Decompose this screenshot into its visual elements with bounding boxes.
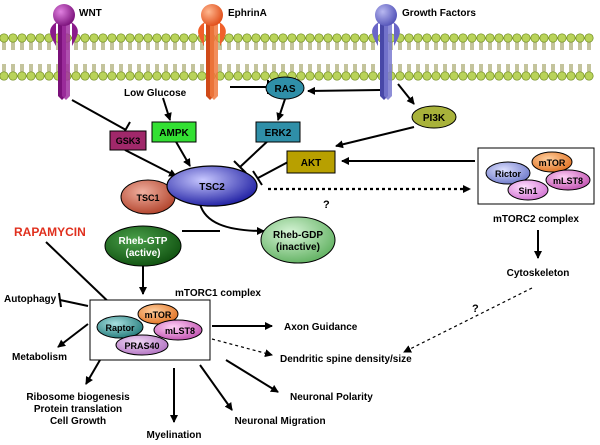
mtorc1-mlst8-label: mLST8 bbox=[165, 326, 195, 336]
erk2-label: ERK2 bbox=[265, 128, 292, 139]
glucose-to-ampk-arrow bbox=[162, 97, 172, 121]
growth-to-pi3k-arrow bbox=[397, 83, 415, 105]
autophagy-inhibit-bar bbox=[58, 292, 62, 308]
akt-node: AKT bbox=[286, 150, 336, 174]
ephrin-label: EphrinA bbox=[228, 8, 267, 19]
ephrin-receptor bbox=[198, 4, 226, 100]
pi3k-node: PI3K bbox=[411, 105, 457, 129]
cytoskeleton-spine-question: ? bbox=[472, 303, 479, 315]
mtorc1-mtor-label: mTOR bbox=[145, 310, 172, 320]
rheb-gtp-state: (active) bbox=[125, 248, 160, 259]
gsk3-to-tsc2-arrow bbox=[124, 149, 177, 177]
connectors bbox=[45, 80, 542, 423]
metabolism-label: Metabolism bbox=[12, 352, 67, 363]
axon-guidance-label: Axon Guidance bbox=[284, 322, 358, 333]
neuronal-migration-label: Neuronal Migration bbox=[234, 416, 325, 427]
rapamycin-label: RAPAMYCIN bbox=[14, 225, 86, 239]
rheb-gtp-label: Rheb-GTP bbox=[119, 236, 168, 247]
mtorc1-to-autophagy-inhibition bbox=[59, 299, 89, 307]
pi3k-label: PI3K bbox=[423, 113, 446, 124]
cytoskeleton-to-spine-dotted bbox=[403, 287, 533, 353]
cell-membrane bbox=[0, 33, 594, 81]
rheb-gdp-node: Rheb-GDP (inactive) bbox=[260, 216, 336, 264]
mtorc1-to-ribosome-arrow bbox=[85, 359, 101, 385]
mtorc2-mlst8-label: mLST8 bbox=[553, 176, 583, 186]
pi3k-to-akt-arrow bbox=[335, 126, 415, 149]
mtorc2-rictor-label: Rictor bbox=[495, 169, 522, 179]
ampk-label: AMPK bbox=[159, 128, 189, 139]
mtorc1-complex: mTOR Raptor mLST8 PRAS40 bbox=[89, 299, 211, 361]
mtorc1-to-polarity-arrow bbox=[225, 359, 279, 393]
rheb-gtp-node: Rheb-GTP (active) bbox=[104, 225, 182, 267]
erk2-node: ERK2 bbox=[255, 121, 301, 143]
autophagy-label: Autophagy bbox=[4, 294, 57, 305]
gsk3-label: GSK3 bbox=[116, 136, 141, 146]
akt-label: AKT bbox=[301, 158, 322, 169]
erk2-to-tsc2-inhibition bbox=[239, 137, 272, 168]
rheb-gdp-label: Rheb-GDP bbox=[273, 230, 323, 241]
dendritic-spine-label: Dendritic spine density/size bbox=[280, 354, 412, 365]
mtorc2-title: mTORC2 complex bbox=[493, 214, 579, 225]
wnt-label: WNT bbox=[79, 8, 102, 19]
low-glucose-label: Low Glucose bbox=[124, 88, 187, 99]
akt-to-tsc2-inhibition bbox=[257, 161, 289, 179]
tsc2-label: TSC2 bbox=[199, 182, 225, 193]
protein-translation-label: Protein translation bbox=[34, 404, 122, 415]
akt-inhibit-bar bbox=[252, 170, 263, 186]
growth-factors-label: Growth Factors bbox=[402, 8, 476, 19]
growth-factor-receptor bbox=[372, 4, 400, 100]
tsc2-node: TSC2 bbox=[166, 165, 258, 207]
mtorc1-title: mTORC1 complex bbox=[175, 288, 261, 299]
tsc1-label: TSC1 bbox=[136, 193, 159, 203]
mtorc1-pras40-label: PRAS40 bbox=[124, 341, 159, 351]
mtorc1-to-metabolism-arrow bbox=[57, 323, 89, 348]
rapamycin-inhibition bbox=[45, 241, 117, 310]
erk2-inhibit-bar bbox=[233, 160, 247, 174]
myelination-label: Myelination bbox=[146, 430, 201, 441]
cytoskeleton-label: Cytoskeleton bbox=[507, 268, 570, 279]
mtorc1-to-spine-dotted bbox=[211, 338, 273, 358]
wnt-receptor bbox=[50, 4, 78, 100]
wnt-to-gsk3-inhibition bbox=[71, 99, 127, 131]
mtorc2-sin1-label: Sin1 bbox=[518, 186, 537, 196]
growth-to-ras-arrow bbox=[307, 86, 381, 95]
mtorc2-complex: Rictor mTOR mLST8 Sin1 bbox=[477, 147, 595, 205]
tsc2-to-rheb-gdp-arrow bbox=[199, 203, 265, 235]
mtorc1-to-migration-arrow bbox=[199, 364, 233, 411]
ras-to-erk2-arrow bbox=[276, 98, 286, 121]
ampk-node: AMPK bbox=[151, 121, 197, 143]
tsc2-mtorc2-question: ? bbox=[323, 199, 330, 211]
ribosome-label: Ribosome biogenesis bbox=[26, 392, 130, 403]
cell-growth-label: Cell Growth bbox=[50, 416, 106, 427]
ras-label: RAS bbox=[274, 84, 295, 95]
gsk3-node: GSK3 bbox=[109, 130, 147, 151]
neuronal-polarity-label: Neuronal Polarity bbox=[290, 392, 373, 403]
ras-node: RAS bbox=[265, 76, 305, 100]
mtorc2-mtor-label: mTOR bbox=[539, 158, 566, 168]
ampk-to-tsc2-arrow bbox=[174, 139, 191, 167]
mtorc1-raptor-label: Raptor bbox=[106, 323, 135, 333]
rheb-gdp-state: (inactive) bbox=[276, 242, 320, 253]
